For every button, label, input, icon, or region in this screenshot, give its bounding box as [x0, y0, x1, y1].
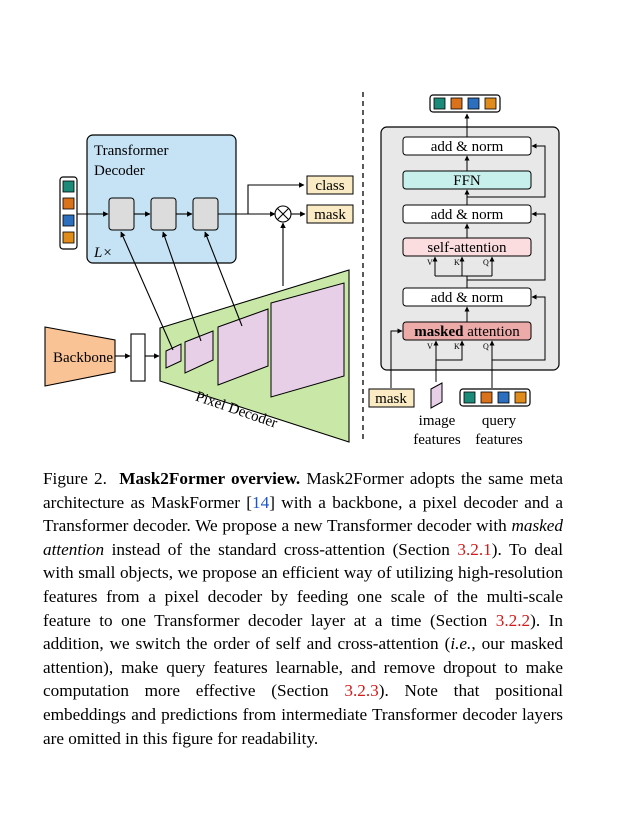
class-output-box: [306, 175, 354, 195]
caption-text-6: , our masked attention), make query feat…: [43, 634, 563, 701]
caption-text-1: Mask2Former adopts the same meta archite…: [43, 469, 563, 512]
add-norm-mid-label: add & norm: [431, 207, 504, 223]
caption-title: Mask2Former overview.: [119, 469, 301, 488]
backbone-label: Backbone: [53, 350, 113, 366]
query-features-label-1: query: [482, 413, 517, 429]
decoder-layer-2: [150, 197, 177, 231]
repeat-label: L×: [93, 245, 112, 261]
caption-text-2: ] with a backbone, a pixel decoder and a…: [43, 492, 563, 536]
masked-attn-k: K: [454, 342, 460, 351]
image-features-label-1: image: [419, 413, 456, 429]
image-feature-icon: [430, 382, 443, 409]
masked-attention-rest: attention: [463, 324, 520, 340]
decoder-layer-1: [108, 197, 135, 231]
feature-to-layer-arrows: [120, 231, 243, 351]
mask-output-label: mask: [314, 207, 346, 223]
caption-emphasis-masked-attention: masked attention: [43, 516, 563, 559]
self-attn-q: Q: [483, 258, 489, 267]
caption-text-3: instead of the standard cross-attention …: [104, 539, 458, 559]
caption-text-5: ). In addition, we switch the order of s…: [43, 610, 564, 654]
query-output-stack: [429, 94, 501, 113]
mask-output-box: [306, 204, 354, 224]
caption-text-7: ). Note that positional embeddings and p…: [43, 681, 564, 748]
mask2former-diagram: Transformer Decoder L× class mask Backbo…: [44, 92, 560, 448]
query-input-stack-right: [459, 388, 531, 407]
decoder-flow-arrows: [77, 182, 306, 286]
mask-input-box: [368, 388, 415, 408]
backbone-block: [44, 326, 116, 387]
masked-attention-label: masked attention: [414, 324, 520, 340]
self-attn-k: K: [454, 258, 460, 267]
decoder-layer-3: [192, 197, 219, 231]
query-input-stack-left: [59, 176, 78, 250]
masked-attention-bold: masked: [414, 324, 464, 340]
masked-attn-v: V: [427, 342, 433, 351]
mask-product-operator: [274, 205, 292, 223]
self-attention-label: self-attention: [427, 240, 507, 256]
section-link-3-2-3[interactable]: 3.2.3: [344, 681, 379, 701]
add-norm-low-label: add & norm: [431, 290, 504, 306]
class-output-label: class: [315, 178, 344, 194]
citation-link-14[interactable]: 14: [252, 492, 270, 512]
multi-scale-features: [165, 282, 345, 398]
caption-figure-label: Figure 2.: [43, 469, 107, 488]
query-features-label-2: features: [475, 432, 523, 448]
ffn-label: FFN: [453, 173, 481, 189]
add-norm-top-label: add & norm: [431, 139, 504, 155]
section-link-3-2-2[interactable]: 3.2.2: [495, 610, 531, 630]
mask-input-label: mask: [375, 391, 407, 407]
masked-attn-q: Q: [483, 342, 489, 351]
transformer-decoder-title-1: Transformer: [94, 143, 168, 159]
backbone-feature: [130, 333, 146, 382]
self-attn-v: V: [427, 258, 433, 267]
caption-text-4: ). To deal with small objects, we propos…: [43, 539, 563, 630]
section-link-3-2-1[interactable]: 3.2.1: [457, 539, 492, 559]
image-features-label-2: features: [413, 432, 461, 448]
transformer-decoder-title-2: Decoder: [94, 163, 145, 179]
caption-emphasis-ie: i.e.: [450, 634, 472, 654]
layer-detail-arrows: [390, 113, 546, 388]
figure-caption: Figure 2. Mask2Former overview. Mask2For…: [43, 467, 563, 750]
